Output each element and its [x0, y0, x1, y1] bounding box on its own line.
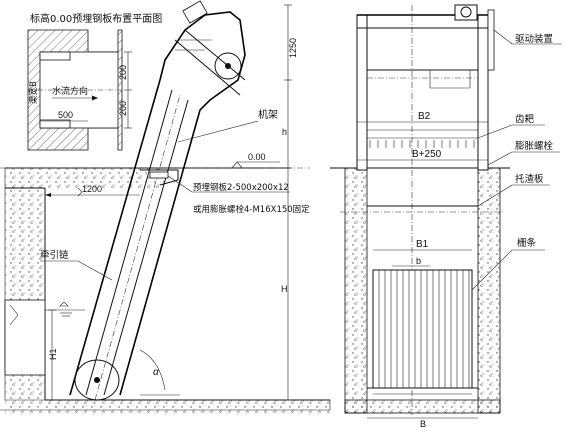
label-support-plate: 托渣板	[515, 173, 544, 185]
front-floor	[344, 399, 501, 414]
frame-head	[159, 11, 246, 111]
rake-teeth-row	[369, 140, 475, 148]
side-floor	[5, 400, 330, 414]
front-post-left	[356, 14, 368, 171]
note-expansion-bolt: 或用膨胀螺栓4-M16X150固定	[193, 204, 310, 215]
frame-rear-member	[119, 109, 201, 396]
dim-b1: B1	[416, 239, 429, 250]
dim-b2: B2	[418, 111, 431, 122]
plan-plate-bottom	[39, 119, 71, 129]
drive-motor	[454, 4, 478, 21]
angle-arc	[139, 349, 166, 391]
dim-b-plus-250: B+250	[412, 149, 442, 160]
flow-arrow-icon	[92, 95, 98, 101]
label-grid-bars: 栅条	[517, 237, 537, 249]
grid-bar-field	[372, 269, 473, 389]
front-post-right	[477, 14, 489, 171]
embedded-plate-side	[149, 171, 169, 179]
plan-dim-500: 500	[58, 110, 73, 120]
side-top-slab	[5, 168, 165, 188]
dim-h1: H1	[48, 348, 58, 360]
leader-frame	[177, 120, 259, 143]
label-traction-chain: 牵引链	[40, 249, 69, 261]
dim-b-bottom: B	[420, 419, 426, 428]
label-drive: 驱动装置	[515, 33, 553, 45]
plan-title: 标高0.00预埋钢板布置平面图	[30, 12, 162, 25]
label-anchor-bolt: 膨胀螺栓	[515, 140, 554, 152]
dim-1200: 1200	[82, 184, 102, 194]
plan-view: 标高0.00预埋钢板布置平面图 水流方向 渠宽B 200 200 500	[27, 12, 162, 151]
label-frame: 机架	[258, 108, 278, 121]
front-wall-right	[477, 167, 501, 414]
label-rake-teeth: 齿耙	[515, 114, 535, 125]
plan-channel-width: 渠宽B	[28, 81, 39, 104]
note-embedded-plate: 预埋钢板2-500x200x12	[193, 182, 289, 193]
plan-dim-200-top: 200	[118, 65, 128, 80]
label-elevation: 0.00	[248, 152, 266, 162]
dim-h-small: h	[282, 127, 287, 137]
plan-plate-top	[39, 51, 71, 61]
grid-bars	[378, 270, 470, 388]
side-view: 机架 0.00 1250 h H 1200 预埋钢板2-500x200x12 或…	[0, 0, 331, 414]
plan-dim-200-bottom: 200	[118, 101, 128, 116]
label-alpha: α	[153, 367, 159, 378]
plan-water-direction: 水流方向	[52, 85, 88, 97]
dim-h-big: H	[281, 284, 288, 294]
front-view: B2 B+250 B1 b B 驱动装置 齿耙 膨胀螺栓 托渣板	[330, 4, 562, 428]
frame-front-member	[69, 79, 161, 396]
dim-1250: 1250	[288, 38, 298, 58]
side-left-box	[4, 299, 46, 376]
dim-b-small: b	[416, 256, 421, 266]
bottom-sprocket	[74, 359, 120, 401]
front-wall-left	[344, 167, 368, 414]
drive-box-side	[182, 0, 208, 24]
top-sprocket	[214, 52, 242, 80]
